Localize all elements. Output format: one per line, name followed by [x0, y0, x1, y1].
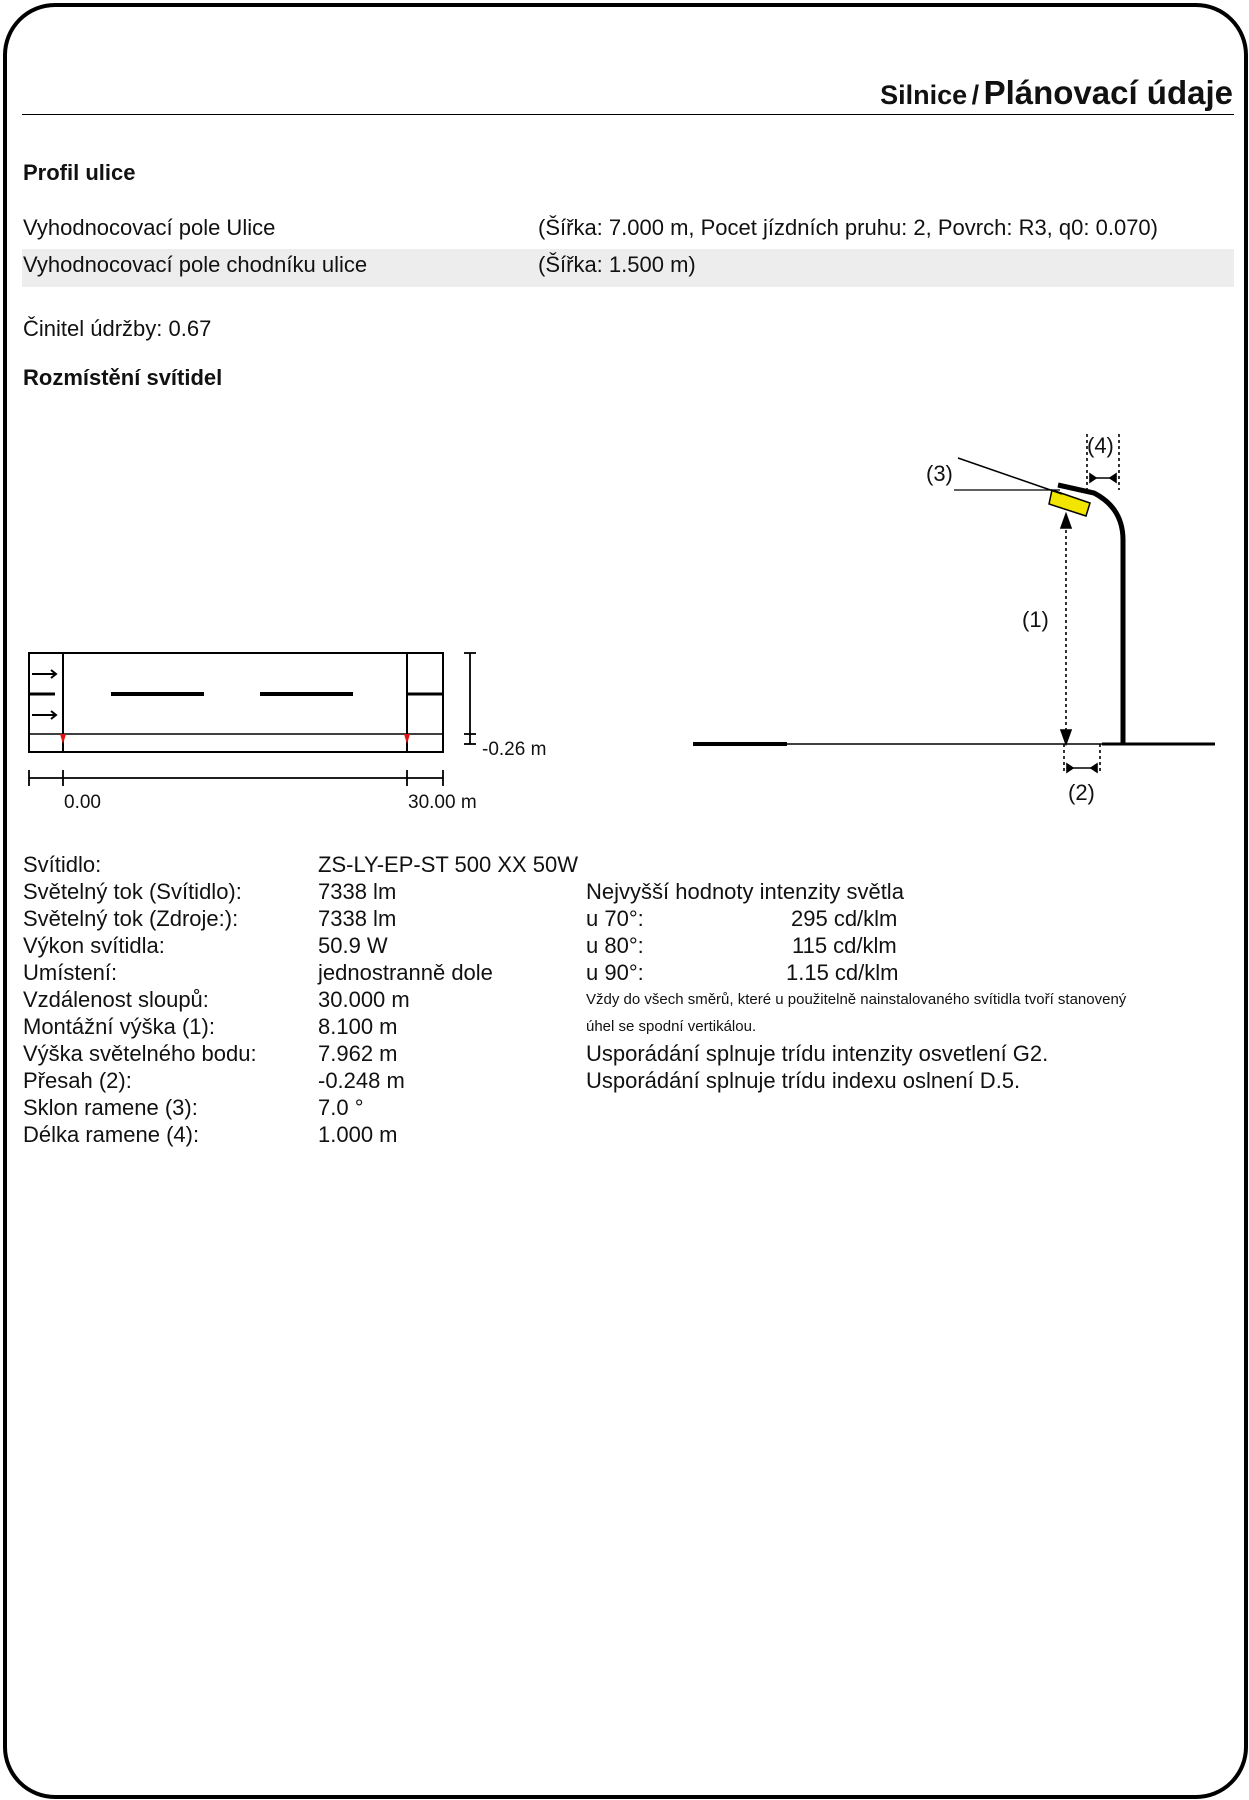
plan-view [28, 652, 476, 786]
profile-heading: Profil ulice [23, 160, 136, 185]
intensity-value: 1.15 cd/klm [786, 960, 899, 985]
label-overhang: (2) [1068, 780, 1095, 805]
header-category: Silnice [880, 80, 968, 110]
intensity-heading: Nejvyšší hodnoty intenzity světla [586, 879, 904, 904]
direction-arrow-icon [32, 669, 58, 720]
param-value: 1.000 m [318, 1122, 398, 1147]
road-outline [28, 652, 444, 753]
param-value: 30.000 m [318, 987, 410, 1012]
luminaire-head-icon [1048, 489, 1091, 517]
label-tilt: (3) [926, 461, 953, 486]
intensity-angle: u 70°: [586, 906, 644, 931]
param-value: 7338 lm [318, 879, 397, 904]
arm-length-dimension [1086, 434, 1120, 490]
header-rule [22, 114, 1234, 115]
param-label: Výška světelného bodu: [23, 1041, 257, 1066]
page-header: Silnice / Plánovací údaje [880, 74, 1233, 112]
compliance-illuminance: Usporádání splnuje trídu intenzity osvet… [586, 1041, 1049, 1066]
intensity-angle: u 80°: [586, 933, 644, 958]
pole-and-arm [1057, 482, 1126, 744]
label-mounting-height: (1) [1022, 607, 1049, 632]
profile-row-shade [22, 249, 1234, 287]
luminaire-marker-icon [60, 734, 410, 744]
param-value: 7.0 ° [318, 1095, 364, 1120]
intensity-note: úhel se spodní vertikálou. [586, 1018, 757, 1035]
profile-row-value: (Šířka: 1.500 m) [538, 252, 696, 277]
param-label: Montážní výška (1): [23, 1014, 215, 1039]
profile-row-value: (Šířka: 7.000 m, Pocet jízdních pruhu: 2… [538, 215, 1158, 240]
param-value: jednostranně dole [318, 960, 493, 985]
length-dimension [28, 770, 444, 786]
layout-heading: Rozmístění svítidel [23, 365, 223, 390]
intensity-value: 295 cd/klm [791, 906, 898, 931]
param-value: -0.248 m [318, 1068, 405, 1093]
overhang-dimension [1063, 744, 1101, 774]
param-label: Sklon ramene (3): [23, 1095, 198, 1120]
plan-start-label: 0.00 [64, 792, 101, 813]
param-value: 50.9 W [318, 933, 388, 958]
param-label: Výkon svítidla: [23, 933, 165, 958]
param-label: Vzdálenost sloupů: [23, 987, 209, 1012]
param-label: Světelný tok (Svítidlo): [23, 879, 242, 904]
tilt-line [957, 457, 1063, 495]
plan-end-label: 30.00 m [408, 792, 477, 813]
intensity-angle: u 90°: [586, 960, 644, 985]
page-frame [3, 3, 1248, 1799]
param-label: Délka ramene (4): [23, 1122, 200, 1147]
param-label: Světelný tok (Zdroje:): [23, 906, 239, 931]
intensity-value: 115 cd/klm [792, 933, 897, 958]
maintenance-factor: Činitel údržby: 0.67 [23, 316, 212, 341]
offset-dimension [464, 652, 476, 745]
param-value: 7.962 m [318, 1041, 398, 1066]
profile-row-label: Vyhodnocovací pole Ulice [23, 215, 276, 240]
intensity-note: Vždy do všech směrů, které u použitelně … [586, 991, 1127, 1008]
side-view [693, 434, 1215, 774]
param-value: 7338 lm [318, 906, 397, 931]
compliance-glare: Usporádání splnuje trídu indexu oslnení … [586, 1068, 1021, 1093]
profile-row-label: Vyhodnocovací pole chodníku ulice [23, 252, 368, 277]
offset-label: -0.26 m [482, 739, 547, 760]
param-value: 8.100 m [318, 1014, 398, 1039]
luminaire-label: Svítidlo: [23, 852, 102, 877]
header-title: Plánovací údaje [983, 74, 1233, 111]
label-arm-length: (4) [1087, 433, 1114, 458]
param-label: Umístení: [23, 960, 118, 985]
param-label: Přesah (2): [23, 1068, 132, 1093]
height-dimension [1059, 511, 1073, 747]
luminaire-name: ZS-LY-EP-ST 500 XX 50W [318, 852, 579, 877]
header-separator: / [971, 80, 980, 110]
